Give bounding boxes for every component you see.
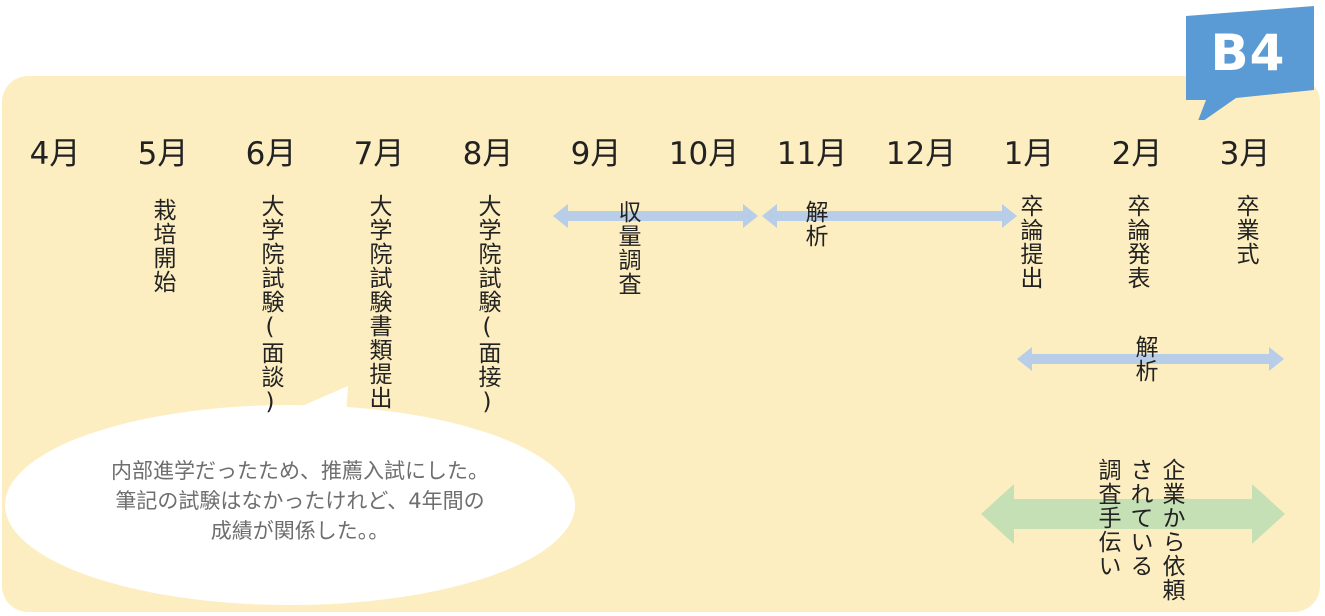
event-grad-exam-documents: 大学院試験書類提出 <box>365 194 391 410</box>
b4-badge-label: B4 <box>1210 24 1286 82</box>
month-feb: 2月 <box>1111 136 1163 172</box>
month-jun: 6月 <box>245 136 297 172</box>
label-analysis-1: 解析 <box>801 200 827 248</box>
speech-bubble <box>5 386 575 605</box>
month-sep: 9月 <box>570 136 622 172</box>
month-jul: 7月 <box>353 136 405 172</box>
event-thesis-submission: 卒論提出 <box>1016 194 1042 290</box>
bubble-line-2: 筆記の試験はなかったけれど、4年間の <box>115 489 485 513</box>
month-may: 5月 <box>137 136 189 172</box>
bubble-line-3: 成績が関係した。。 <box>210 519 390 543</box>
label-yield-survey: 収量調査 <box>614 200 640 296</box>
month-dec: 12月 <box>885 136 957 172</box>
month-aug: 8月 <box>462 136 514 172</box>
label-company-request-col2: されている <box>1126 458 1152 578</box>
event-grad-exam-interview: 大学院試験(面談) <box>257 194 283 416</box>
analysis-arrow-1 <box>762 204 1017 228</box>
event-thesis-presentation: 卒論発表 <box>1123 194 1149 290</box>
month-apr: 4月 <box>29 136 81 172</box>
company-request-arrow <box>981 484 1285 544</box>
event-grad-exam-oral: 大学院試験(面接) <box>474 194 500 416</box>
yield-survey-arrow <box>553 204 758 228</box>
label-company-request-col1: 企業から依頼 <box>1158 458 1184 602</box>
bubble-line-1: 内部進学だったため、推薦入試にした。 <box>111 459 489 483</box>
event-graduation: 卒業式 <box>1232 194 1258 266</box>
label-analysis-2: 解析 <box>1131 335 1157 383</box>
event-cultivation-start: 栽培開始 <box>149 198 175 294</box>
label-company-request-col3: 調査手伝い <box>1094 458 1120 578</box>
month-oct: 10月 <box>668 136 740 172</box>
bubble-text: 内部進学だったため、推薦入試にした。 筆記の試験はなかったけれど、4年間の 成績… <box>50 456 550 546</box>
b4-badge-shape <box>1186 6 1314 120</box>
month-jan: 1月 <box>1003 136 1055 172</box>
month-nov: 11月 <box>776 136 848 172</box>
analysis-arrow-2 <box>1017 347 1284 371</box>
month-mar: 3月 <box>1219 136 1271 172</box>
